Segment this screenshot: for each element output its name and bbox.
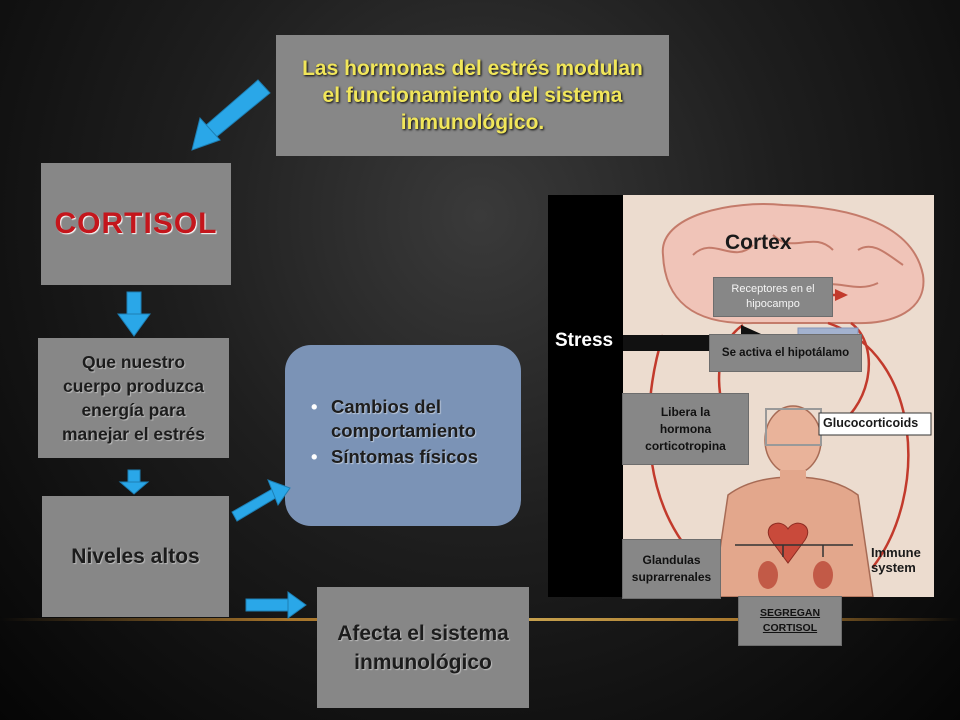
adrenal-bracket — [735, 544, 853, 557]
immune-system-line-1: Immune — [871, 545, 921, 560]
illustration-panel: Cortex Glucocorticoids Immune system — [623, 195, 934, 597]
callout-secrete-cortisol: SEGREGAN CORTISOL — [738, 596, 842, 646]
illustration-black-strip — [548, 195, 623, 597]
energy-line-2: cuerpo produzca — [62, 376, 204, 396]
immune-effect-line-1: Afecta el sistema — [337, 621, 509, 645]
callout-libera-line-1: Libera la — [660, 404, 711, 419]
glucocorticoids-label: Glucocorticoids — [823, 416, 919, 430]
arrow-levels-to-effects — [231, 479, 291, 522]
kidney-right — [813, 561, 833, 589]
header-statement-box: Las hormonas del estrés modulan el funci… — [276, 35, 669, 156]
high-levels-box: Niveles altos — [42, 496, 229, 617]
arrow-levels-to-immune — [245, 591, 307, 619]
callout-segregan-line-1: SEGREGAN — [759, 607, 821, 619]
effect-item-physical: Síntomas físicos — [303, 445, 511, 469]
immune-system-label: Immune system — [871, 545, 921, 575]
energy-box: Que nuestro cuerpo produzca energía para… — [38, 338, 229, 458]
header-line-2: el funcionamiento del sistema — [322, 84, 623, 107]
cortisol-label: CORTISOL — [54, 207, 218, 240]
callout-segregan-line-2: CORTISOL — [762, 622, 818, 634]
callout-libera-line-3: corticotropina — [645, 438, 726, 453]
kidney-left — [758, 561, 778, 589]
effects-box: Cambios del comportamiento Síntomas físi… — [285, 345, 521, 526]
callout-hippocampus-receptors: Receptores en el hipocampo — [713, 277, 833, 317]
energy-line-3: energía para — [81, 400, 186, 420]
callout-glandulas-line-1: Glandulas — [642, 553, 701, 567]
callout-hypothalamus: Se activa el hipotálamo — [709, 334, 862, 372]
effect-item-physical-line-1: Síntomas físicos — [331, 446, 479, 467]
callout-libera-line-2: hormona — [659, 421, 712, 436]
heart-shape — [767, 522, 809, 564]
callout-receptores-line-2: hipocampo — [746, 298, 800, 310]
immune-effect-box: Afecta el sistema inmunológico — [317, 587, 529, 708]
body-diagram — [647, 203, 932, 597]
high-levels-label: Niveles altos — [71, 544, 200, 568]
arrow-energy-to-levels — [118, 469, 150, 495]
effect-item-behavior-line-1: Cambios del — [331, 396, 441, 417]
cortex-label: Cortex — [725, 231, 792, 254]
callout-glandulas-line-2: suprarrenales — [631, 570, 712, 584]
energy-line-1: Que nuestro — [81, 352, 186, 372]
neck-shape — [780, 470, 806, 482]
energy-line-4: manejar el estrés — [61, 424, 205, 444]
stress-label: Stress — [555, 330, 614, 351]
callout-receptores-line-1: Receptores en el — [731, 283, 815, 295]
immune-system-line-2: system — [871, 560, 916, 575]
cortisol-box: CORTISOL — [41, 163, 231, 285]
effects-list: Cambios del comportamiento Síntomas físi… — [303, 395, 511, 469]
effect-item-behavior-line-2: comportamiento — [331, 420, 476, 441]
effect-item-behavior: Cambios del comportamiento — [303, 395, 511, 443]
stress-pathway-illustration: Cortex Glucocorticoids Immune system Str… — [548, 195, 934, 597]
header-line-1: Las hormonas del estrés modulan — [302, 57, 643, 80]
header-line-3: inmunológico. — [400, 111, 545, 134]
callout-corticotropin: Libera la hormona corticotropina — [622, 393, 749, 465]
immune-effect-line-2: inmunológico — [354, 650, 492, 674]
arrow-cortisol-to-energy — [117, 291, 151, 337]
glucocorticoids-label-box — [818, 412, 932, 436]
head-shape — [764, 405, 822, 475]
callout-hipotalamo-text: Se activa el hipotálamo — [721, 346, 850, 359]
arrow-header-to-cortisol — [191, 79, 271, 151]
callout-adrenal-glands: Glandulas suprarrenales — [622, 539, 721, 599]
